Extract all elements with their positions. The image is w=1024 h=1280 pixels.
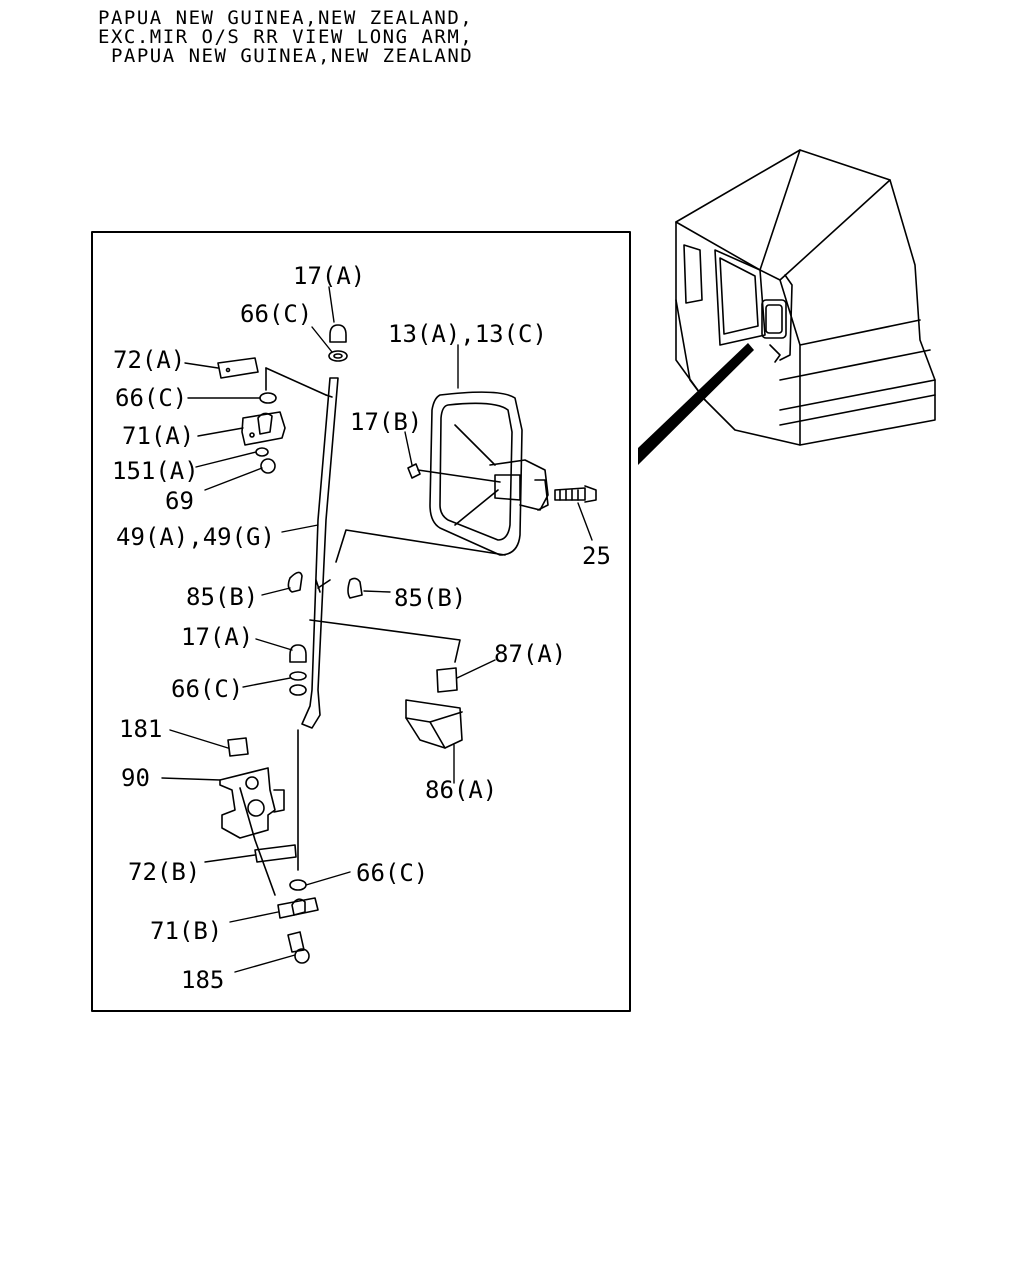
header-line-1: PAPUA NEW GUINEA,NEW ZEALAND, — [98, 7, 474, 29]
bolt-185 — [287, 931, 310, 964]
callout-66c-2: 66(C) — [115, 384, 187, 412]
callout-72a: 72(A) — [113, 346, 185, 374]
callout-86a: 86(A) — [425, 776, 497, 804]
callout-69: 69 — [165, 487, 194, 515]
cover-85b-right — [347, 577, 363, 599]
bracket-71b — [277, 897, 319, 919]
nut-17b — [407, 463, 501, 483]
callout-181: 181 — [119, 715, 162, 743]
header-line-2: EXC.MIR O/S RR VIEW LONG ARM, — [98, 26, 474, 48]
bracket-90 — [219, 767, 285, 896]
washer-66c-mid — [289, 671, 307, 681]
view-pointer-arrow — [638, 343, 754, 465]
cover-85b-left — [287, 571, 303, 593]
callout-49: 49(A),49(G) — [116, 523, 275, 551]
plate-72a — [217, 357, 259, 379]
callout-66c-mid: 66(C) — [171, 675, 243, 703]
callout-90: 90 — [121, 764, 150, 792]
callout-66c-bot: 66(C) — [356, 859, 428, 887]
callout-85b-left: 85(B) — [186, 583, 258, 611]
callout-85b-right: 85(B) — [394, 584, 466, 612]
washer-66c-bot — [289, 879, 307, 891]
bracket-71a — [241, 411, 286, 446]
washer-151a — [255, 447, 269, 457]
callout-17b: 17(B) — [350, 408, 422, 436]
callout-25: 25 — [582, 542, 611, 570]
plate-72b — [254, 844, 297, 863]
callout-151a: 151(A) — [112, 457, 199, 485]
callout-185: 185 — [181, 966, 224, 994]
cover-86a — [405, 699, 463, 749]
callout-17a-top: 17(A) — [293, 262, 365, 290]
callout-71b: 71(B) — [150, 917, 222, 945]
callout-66c-top: 66(C) — [240, 300, 312, 328]
washer-66c-top — [328, 350, 348, 362]
callout-72b: 72(B) — [128, 858, 200, 886]
callout-71a: 71(A) — [122, 422, 194, 450]
cap-nut-17a-top — [329, 324, 347, 343]
header-line-3: PAPUA NEW GUINEA,NEW ZEALAND — [98, 45, 474, 67]
washer-66c-2 — [259, 392, 277, 404]
callout-87a: 87(A) — [494, 640, 566, 668]
bolt-25 — [554, 485, 597, 503]
diagram-frame — [91, 231, 631, 1012]
callout-13: 13(A),13(C) — [388, 320, 547, 348]
cap-nut-17a-mid — [289, 644, 307, 663]
callout-17a-mid: 17(A) — [181, 623, 253, 651]
clip-87a — [436, 667, 458, 693]
cap-69 — [260, 458, 276, 474]
vehicle-illustration — [675, 149, 936, 446]
mirror-arm — [301, 377, 339, 729]
pad-181 — [227, 737, 249, 757]
